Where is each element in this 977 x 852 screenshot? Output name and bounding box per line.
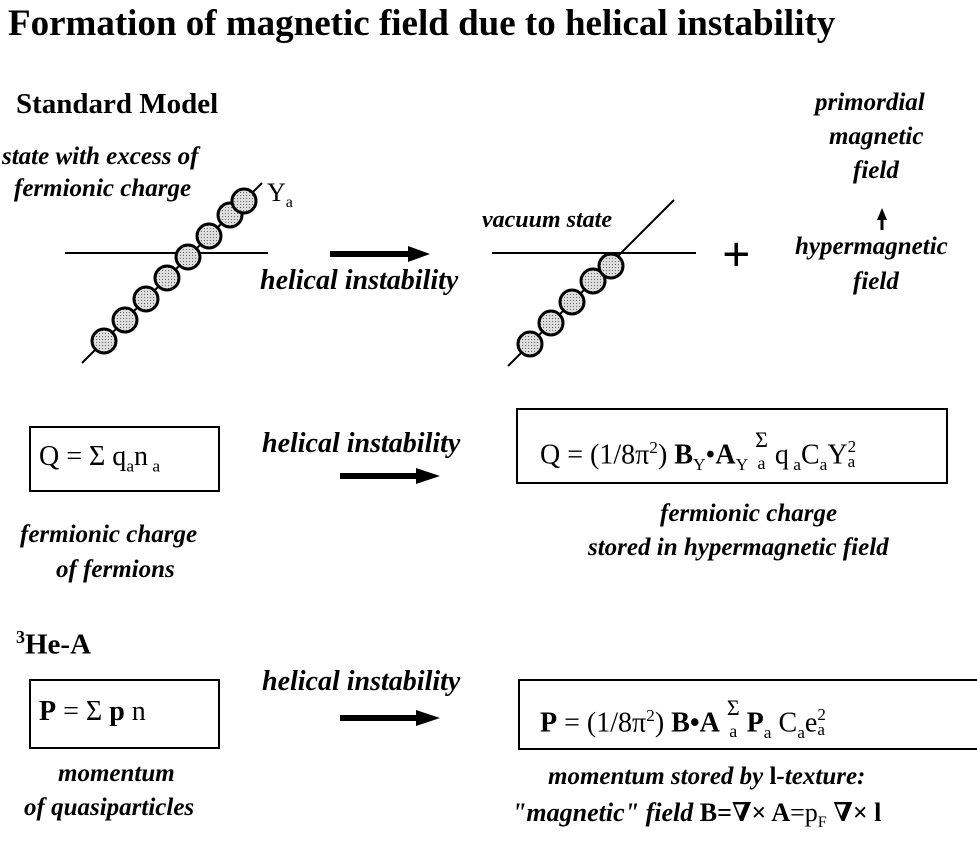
primordial-label-2: magnetic [829,123,924,150]
caption-stored-momentum-1: momentum stored by l-texture: [548,763,866,790]
helical-label-2: helical instability [262,428,461,459]
caption-momentum-2: of quasiparticles [24,794,195,821]
primordial-label-3: field [853,157,899,184]
fermion-chain-right [516,252,625,358]
primordial-label-1: primordial [815,89,925,116]
instability-arrow-3 [416,710,440,726]
momentum-equation-box: P = Σ p n [29,679,220,749]
helical-label-1: helical instability [260,265,459,296]
plus-sign: + [722,226,751,282]
ya-label: Ya [267,178,293,212]
instability-arrow-1 [408,246,430,262]
fermion-chain-left [90,187,258,355]
caption-stored-charge-2: stored in hypermagnetic field [588,534,889,561]
caption-momentum-1: momentum [58,760,175,787]
up-arrow [877,208,887,220]
he-a-heading: 3He-A [16,627,92,661]
charge-equation: Q = Σ qan a [39,441,161,476]
instability-arrow-2 [416,468,440,484]
page-title: Formation of magnetic field due to helic… [8,3,836,44]
standard-model-heading: Standard Model [16,88,219,120]
momentum-equation: P = Σ p n [39,696,146,727]
helical-label-3: helical instability [262,666,461,697]
caption-fermionic-charge-2: of fermions [56,556,175,583]
caption-fermionic-charge-1: fermionic charge [20,521,198,548]
vacuum-state-label: vacuum state [482,207,612,233]
caption-stored-charge-1: fermionic charge [660,500,838,527]
caption-stored-momentum-2: "magnetic" field B=∇× A=pF ∇× l [512,798,882,832]
hypermagnetic-label-2: field [853,268,899,295]
charge-equation-box: Q = Σ qan a [29,426,220,492]
excess-label-1: state with excess of [2,143,199,170]
excess-label-2: fermionic charge [14,175,192,202]
hypermagnetic-label-1: hypermagnetic [795,233,948,260]
